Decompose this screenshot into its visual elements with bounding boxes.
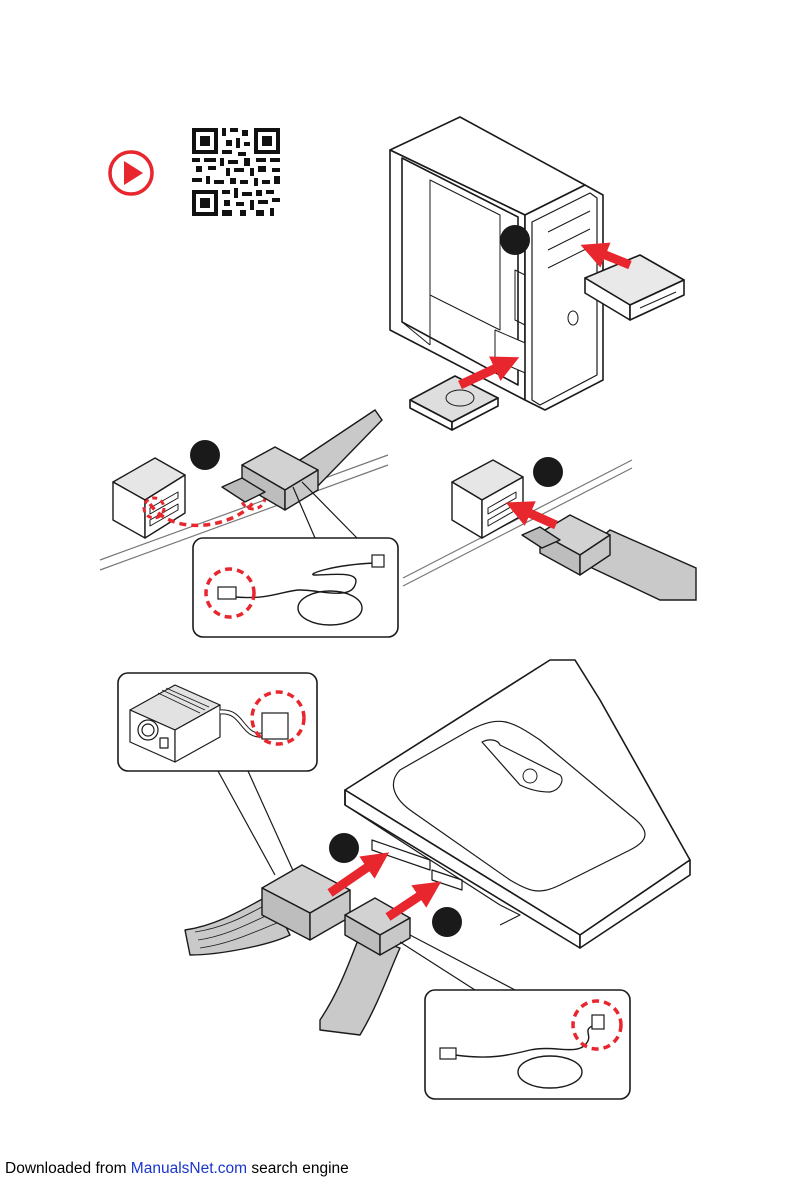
step-badge [329, 833, 359, 863]
manualsnet-link[interactable]: ManualsNet.com [131, 1160, 247, 1177]
play-video-icon[interactable] [110, 152, 152, 194]
sata-cable-connector [222, 447, 318, 510]
qr-code[interactable] [192, 128, 280, 216]
footer-prefix: Downloaded from [5, 1160, 131, 1177]
hard-drive [410, 376, 498, 430]
insert-arrow [388, 889, 430, 917]
step-badge [500, 225, 530, 255]
power-cable [185, 865, 350, 955]
hard-drive-large [345, 660, 690, 948]
step-badge [190, 440, 220, 470]
footer-suffix: search engine [247, 1160, 349, 1177]
insert-arrow [330, 860, 378, 893]
step-badge [533, 457, 563, 487]
footer-credit: Downloaded from ManualsNet.com search en… [5, 1160, 349, 1178]
step-badge [432, 907, 462, 937]
